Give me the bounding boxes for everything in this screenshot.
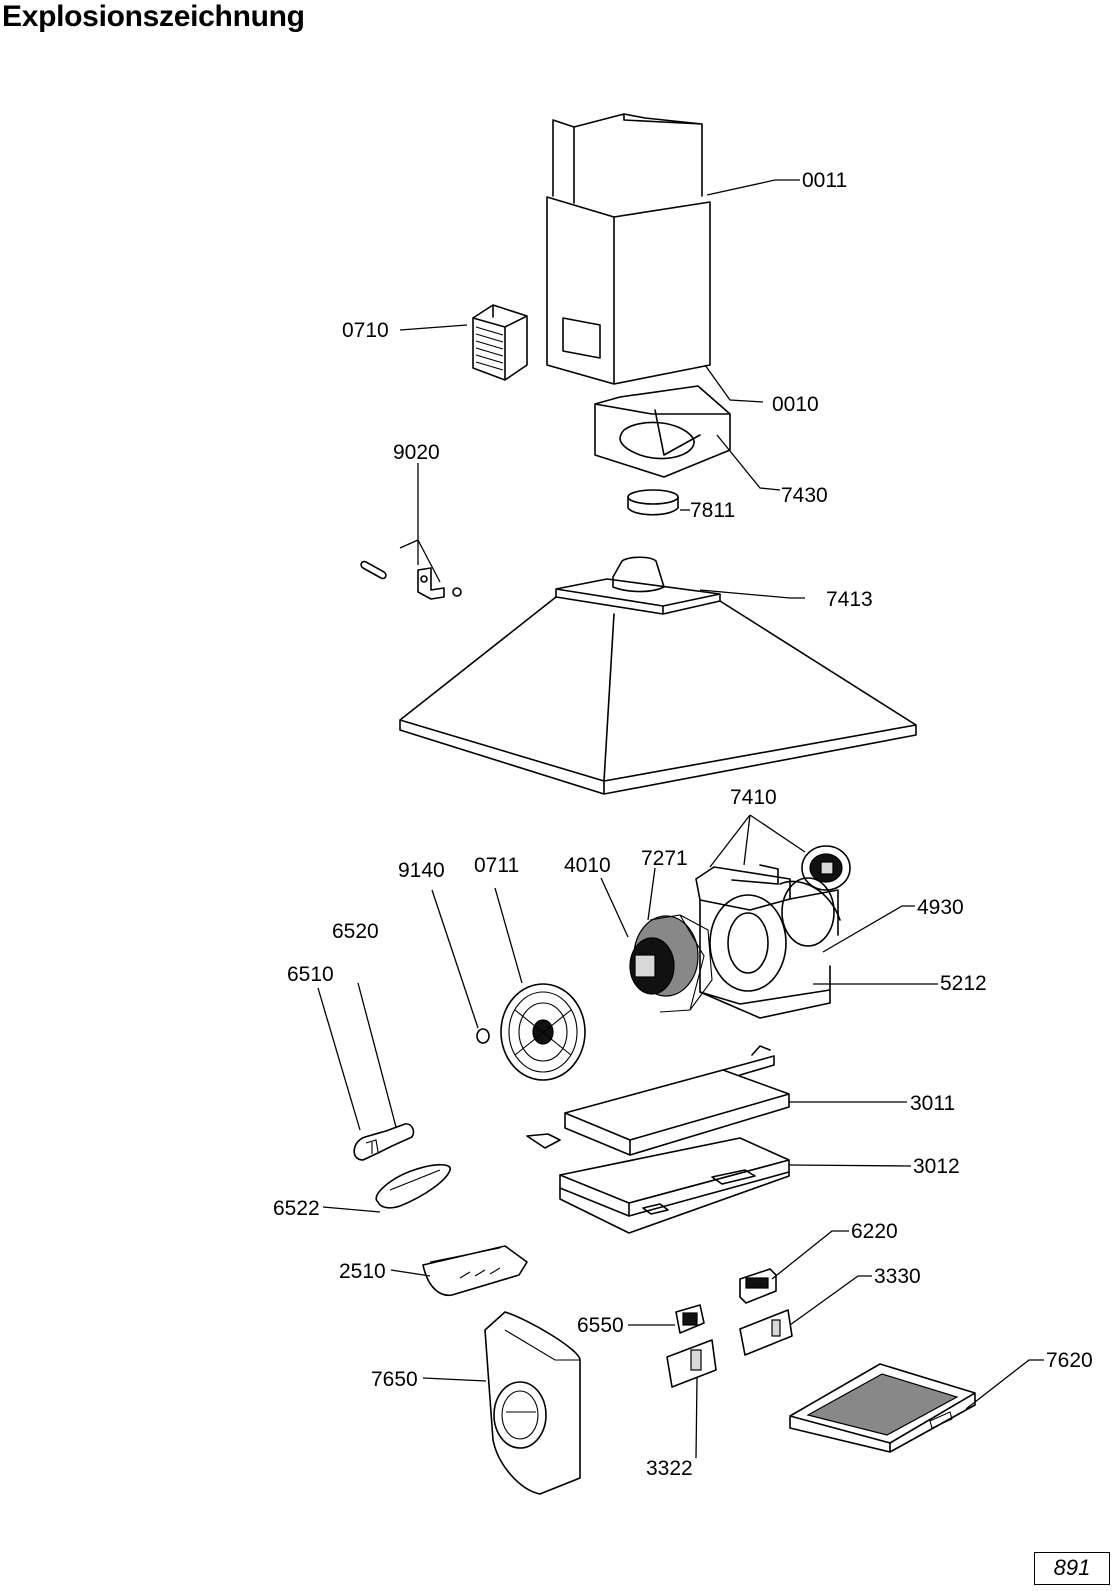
part-label: 9140 [398,859,445,882]
part-label: 7413 [826,588,873,611]
filter-frame-part [526,1045,790,1234]
part-label: 0011 [802,169,847,192]
part-label: 9020 [393,441,440,464]
part-label: 6550 [577,1314,624,1337]
leader-lines [317,179,1044,1459]
part-label: 2510 [339,1260,386,1283]
fan-wheel-part [500,983,586,1081]
part-label: 3322 [646,1457,693,1480]
part-label: 3330 [874,1265,921,1288]
duct-ring-part [627,489,679,516]
page-title: Explosionszeichnung [2,0,305,33]
part-label: 5212 [940,972,987,995]
lamp-bulb-part [353,1123,415,1161]
part-label: 7650 [371,1368,418,1391]
chimney-cover-part [546,113,711,385]
fan-motor-assembly-part [629,845,851,1019]
part-label: 6520 [332,920,379,943]
part-label: 3011 [910,1092,955,1115]
grease-filter-part [789,1363,976,1453]
hood-canopy-part [399,556,917,795]
light-diffuser-part [422,1245,528,1297]
part-label: 3012 [913,1155,960,1178]
part-label: 7620 [1046,1349,1093,1372]
part-label: 7430 [781,484,828,507]
lamp-cover-part [375,1163,451,1209]
part-label: 0010 [772,393,819,416]
part-label: 6220 [851,1220,898,1243]
bracket-screw-part [360,560,462,600]
part-label: 6510 [287,963,334,986]
part-label: 7410 [730,786,777,809]
part-labels: 0011 0710 0010 9020 7430 7811 7413 7410 … [273,169,1093,1480]
part-label: 0711 [474,854,519,877]
part-label: 4010 [564,854,611,877]
part-label: 6522 [273,1197,320,1220]
part-label: 4930 [917,896,964,919]
switch-parts [666,1268,793,1388]
air-deflector-part [594,385,731,478]
grille-part [472,304,528,381]
part-label: 7271 [641,847,688,870]
fan-nut-part [476,1028,490,1044]
control-panel-part [484,1311,581,1495]
part-label: 7811 [690,499,735,522]
part-label: 0710 [342,319,389,342]
page-number: 891 [1034,1552,1110,1585]
